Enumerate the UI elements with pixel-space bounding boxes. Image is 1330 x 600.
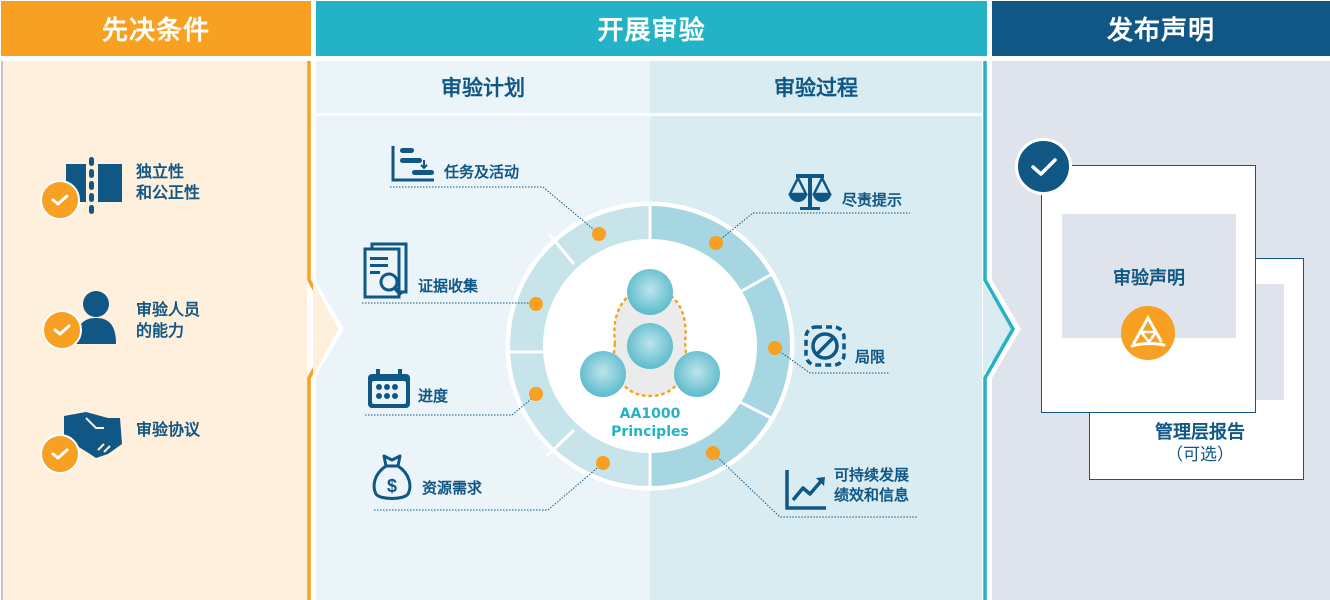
prereq-agreement: 审验协议 (38, 408, 201, 474)
prereq-label: 独立性 和公正性 (136, 162, 201, 202)
independence-icon (38, 152, 128, 220)
sustainability-label: 可持续发展 绩效和信息 (834, 466, 910, 504)
process-item-sustainability: 可持续发展 绩效和信息 (784, 466, 910, 510)
process-item-limitations: 局限 (803, 325, 885, 367)
subheader-audit-plan: 审验计划 (441, 76, 525, 100)
handshake-icon (38, 408, 128, 474)
prereq-competence: 审验人员 的能力 (38, 290, 200, 350)
person-icon (38, 290, 128, 350)
header-publish-statement: 发布声明 (992, 1, 1330, 56)
calendar-icon (368, 369, 410, 408)
scales-icon (788, 174, 832, 210)
optional-note: （可选） (1166, 445, 1234, 465)
header-conduct-audit: 开展审验 (316, 1, 987, 56)
svg-text:$: $ (387, 476, 397, 496)
prereq-independence: 独立性 和公正性 (38, 152, 201, 220)
money-bag-icon: $ (372, 454, 412, 500)
header-prerequisites: 先决条件 (1, 1, 311, 56)
check-icon (1015, 138, 1072, 195)
chart-growth-icon (785, 470, 826, 510)
prereq-label: 审验协议 (136, 419, 201, 439)
check-icon (42, 310, 82, 350)
plan-item-resources: $ 资源需求 (370, 452, 482, 502)
subheader-divider (316, 113, 982, 116)
accountability-logo-icon (1121, 306, 1175, 360)
prereq-label: 审验人员 的能力 (136, 300, 201, 340)
management-report-label: 管理层报告 (1155, 422, 1245, 443)
plan-item-tasks: 任务及活动 (390, 144, 519, 182)
aa1000-principles-label: AA1000 Principles (611, 406, 689, 440)
check-icon (40, 434, 80, 474)
subheader-audit-process: 审验过程 (774, 76, 858, 100)
document-search-icon (363, 242, 408, 299)
process-item-due-diligence: 尽责提示 (788, 172, 902, 212)
audit-plan-panel (316, 61, 650, 600)
plan-item-evidence: 证据收集 (362, 242, 478, 302)
prohibited-icon (804, 325, 846, 367)
plan-item-schedule: 进度 (366, 368, 448, 410)
check-icon (40, 180, 80, 220)
task-list-icon (391, 146, 434, 182)
